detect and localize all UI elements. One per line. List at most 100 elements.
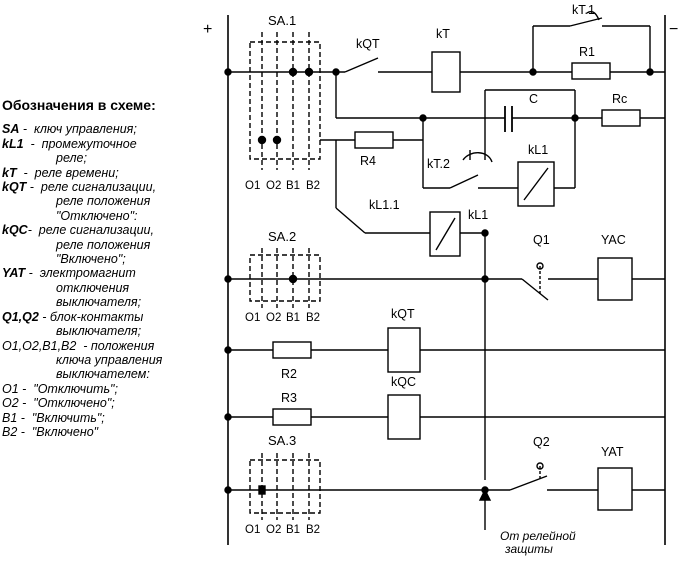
sa2-box [249,254,321,302]
kt2-label: kT.2 [427,157,450,171]
legend-text: - промежуточное [23,136,137,151]
legend-line: kQC- реле сигнализации, [2,223,200,237]
legend-lines: SA - ключ управления;kL1 - промежуточное… [2,122,200,439]
protection-label-line1: От релейной [500,529,576,543]
sa2-label: SA.2 [268,229,296,244]
legend-term: kL1 [2,136,24,151]
sa1-pos-o2: О2 [266,180,281,192]
node-dot [224,486,232,494]
row-yat: Q2 YAT [224,435,665,530]
legend-term: kT [2,165,17,180]
sa2-pos-b1: В1 [286,312,300,324]
yac-coil [597,257,633,301]
legend-term: SA [2,122,20,137]
legend-line: О1,О2,В1,В2 - положения [2,339,200,353]
kqc-coil-label: kQC [391,375,416,389]
legend-text: О1,О2,В1,В2 - положения [2,338,155,353]
sa3-label: SA.3 [268,433,296,448]
legend-line: реле; [2,151,200,165]
legend-line: выключателя; [2,324,200,338]
legend-line: выключателя; [2,295,200,309]
legend-line: ключа управления [2,353,200,367]
legend-text: О1 - "Отключить"; [2,381,118,396]
legend-line: kL1 - промежуточное [2,137,200,151]
q2-contact [509,475,548,491]
legend-line: В2 - "Включено" [2,425,200,439]
r3-label: R3 [281,391,297,405]
sa3-pos-b1: В1 [286,524,300,536]
kt-coil [431,51,461,93]
legend-term: kQT [2,180,27,195]
legend-text: выключателя; [56,324,142,339]
kqt-contact-label: kQT [356,37,380,51]
c-label: C [529,92,538,106]
sa3-pos-o2: О2 [266,524,281,536]
rc-label: Rc [612,92,627,106]
sa1-contact-dot [257,135,267,145]
legend-text: В1 - "Включить"; [2,410,105,425]
q1-pivot [536,262,544,270]
sa2-pos-b2: В2 [306,312,320,324]
legend-text: реле положения [56,237,151,252]
sa1-box [249,41,321,160]
kt2-contact [449,150,493,189]
yac-label: YAC [601,233,626,247]
kt-coil-label: kT [436,27,450,41]
legend-text: "Отключено": [56,208,138,223]
sa3-pos-o1: О1 [245,524,260,536]
sa1-contact-dot [272,135,282,145]
legend-text: выключателя; [56,295,142,310]
row-yac: Q1 YAC [224,233,665,301]
sa3-pos-b2: В2 [306,524,320,536]
legend-text: - ключ управления; [19,122,137,137]
legend-text: реле положения [56,194,151,209]
legend-line: Q1,Q2 - блок-контакты [2,310,200,324]
legend-text: реле; [56,151,87,166]
legend-text: "Включено"; [56,252,126,267]
kl1-relay-diagonal [435,217,456,251]
sa1-pos-b2: В2 [306,180,320,192]
row-kqt: R2 kQT [224,307,665,381]
kl1-coil-label: kL1 [528,143,548,157]
node-dot [224,413,232,421]
legend-text: - реле сигнализации, [27,223,154,238]
kt1-label: kT.1 [572,3,595,17]
kqt-contact [344,57,379,73]
row-kl1: kL1.1 kL1 [335,140,489,480]
sa1-pos-o1: О1 [245,180,260,192]
kl11-label: kL1.1 [369,198,400,212]
kl1-relay [429,211,461,257]
kqc-coil [387,394,421,440]
yat-coil [597,467,633,511]
legend-line: О1 - "Отключить"; [2,382,200,396]
node-dot [481,229,489,237]
resistor-r1 [571,62,611,80]
legend-text: отключения [56,280,130,295]
legend-line: kQT - реле сигнализации, [2,180,200,194]
sa2-pos-o1: О1 [245,312,260,324]
kl1-relay-label: kL1 [468,208,488,222]
legend-line: выключателем: [2,367,200,381]
legend-text: - блок-контакты [38,309,144,324]
legend-text: - электромагнит [25,266,136,281]
kl1-coil-diagonal [523,167,549,201]
legend-line: kT - реле времени; [2,166,200,180]
legend-line: YAT - электромагнит [2,266,200,280]
node-dot [224,275,232,283]
legend-text: - реле сигнализации, [26,180,157,195]
node-dot [224,346,232,354]
resistor-r2 [272,341,312,359]
node-dot [481,275,489,283]
legend-line: О2 - "Отключено"; [2,396,200,410]
r4-label: R4 [360,154,376,168]
legend-line: реле положения [2,194,200,208]
q1-contact [521,278,549,301]
legend-text: ключа управления [56,352,163,367]
legend-line: реле положения [2,238,200,252]
plus-bus-label: + [203,21,212,38]
resistor-rc [601,109,641,127]
r2-label: R2 [281,367,297,381]
sa2-pos-o2: О2 [266,312,281,324]
switch-sa1: SA.1 О1 О2 В1 В2 [245,13,321,192]
